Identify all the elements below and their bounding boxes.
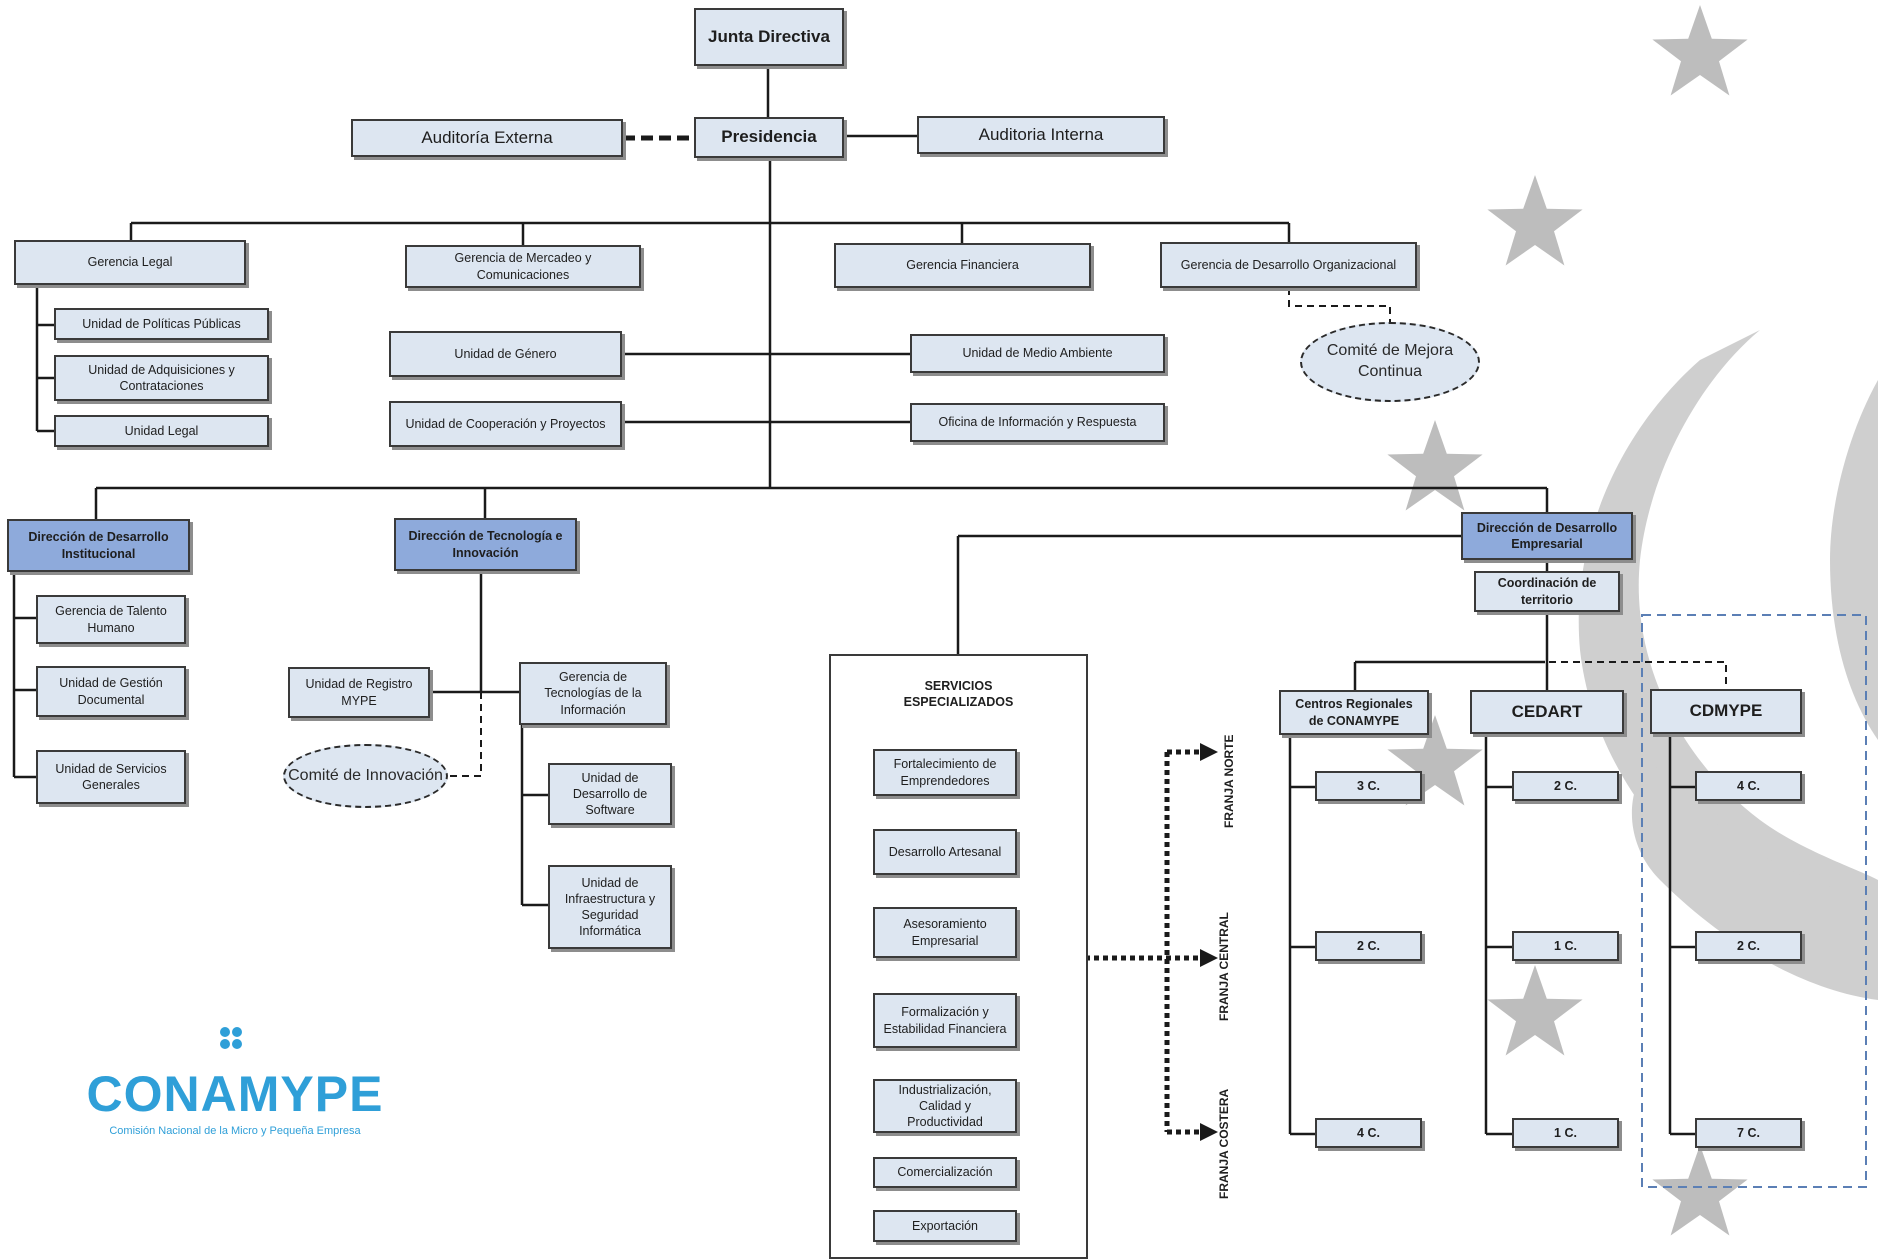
business-development-direction: Dirección de Desarrollo Empresarial (1461, 512, 1633, 560)
internal-audit-box: Auditoria Interna (917, 116, 1165, 154)
institutional-development-direction: Dirección de Desarrollo Institucional (7, 519, 190, 572)
cdmype-box: CDMYPE (1650, 689, 1802, 734)
general-services-unit-box: Unidad de Servicios Generales (36, 750, 186, 804)
talent-management-box: Gerencia de Talento Humano (36, 595, 186, 644)
infrastructure-security-unit-box: Unidad de Infraestructura y Seguridad In… (548, 865, 672, 949)
legal-unit-box: Unidad Legal (54, 415, 269, 447)
cdmype-count-coastal: 7 C. (1695, 1118, 1802, 1148)
service-item: Asesoramiento Empresarial (873, 907, 1017, 958)
regional-count-central: 2 C. (1315, 931, 1422, 961)
continuous-improvement-committee: Comité de Mejora Continua (1300, 322, 1480, 402)
board-box: Junta Directiva (694, 8, 844, 66)
cedart-box: CEDART (1470, 690, 1624, 734)
software-development-unit-box: Unidad de Desarrollo de Software (548, 763, 672, 825)
service-item: Comercialización (873, 1157, 1017, 1188)
regional-count-coastal: 4 C. (1315, 1118, 1422, 1148)
technology-innovation-direction: Dirección de Tecnología e Innovación (394, 518, 577, 571)
service-item: Exportación (873, 1210, 1017, 1242)
finance-management-box: Gerencia Financiera (834, 243, 1091, 288)
logo-dots-icon (220, 1027, 242, 1049)
environment-unit-box: Unidad de Medio Ambiente (910, 334, 1165, 373)
conamype-logo: CONAMYPE Comisión Nacional de la Micro y… (70, 1025, 400, 1145)
specialized-services-title: SERVICIOS ESPECIALIZADOS (903, 679, 1014, 710)
information-office-box: Oficina de Información y Respuesta (910, 403, 1165, 442)
procurement-unit-box: Unidad de Adquisiciones y Contrataciones (54, 355, 269, 401)
org-development-management-box: Gerencia de Desarrollo Organizacional (1160, 242, 1417, 288)
regional-centers-box: Centros Regionales de CONAMYPE (1279, 690, 1429, 735)
territory-coordination-box: Coordinación de territorio (1474, 571, 1620, 612)
logo-name: CONAMYPE (86, 1066, 384, 1122)
regional-count-north: 3 C. (1315, 771, 1422, 801)
marketing-management-box: Gerencia de Mercadeo y Comunicaciones (405, 245, 641, 288)
logo-subtitle: Comisión Nacional de la Micro y Pequeña … (109, 1125, 361, 1137)
cdmype-count-central: 2 C. (1695, 931, 1802, 961)
cdmype-count-north: 4 C. (1695, 771, 1802, 801)
external-audit-box: Auditoría Externa (351, 119, 623, 157)
service-item: Industrialización, Calidad y Productivid… (873, 1079, 1017, 1133)
service-item: Fortalecimiento de Emprendedores (873, 749, 1017, 796)
cedart-count-coastal: 1 C. (1512, 1118, 1619, 1148)
mype-registry-unit-box: Unidad de Registro MYPE (288, 667, 430, 718)
it-management-box: Gerencia de Tecnologías de la Informació… (519, 662, 667, 725)
cedart-count-north: 2 C. (1512, 771, 1619, 801)
legal-management-box: Gerencia Legal (14, 240, 246, 285)
presidency-box: Presidencia (694, 117, 844, 158)
zone-label-coastal: FRANJA COSTERA (1217, 1088, 1231, 1199)
public-policy-unit-box: Unidad de Políticas Públicas (54, 308, 269, 340)
gender-unit-box: Unidad de Género (389, 331, 622, 377)
service-item: Desarrollo Artesanal (873, 829, 1017, 875)
innovation-committee: Comité de Innovación (283, 744, 448, 808)
cooperation-unit-box: Unidad de Cooperación y Proyectos (389, 401, 622, 447)
service-item: Formalización y Estabilidad Financiera (873, 993, 1017, 1048)
zone-label-north: FRANJA NORTE (1222, 734, 1236, 828)
document-management-unit-box: Unidad de Gestión Documental (36, 666, 186, 717)
zone-label-central: FRANJA CENTRAL (1217, 912, 1231, 1021)
cedart-count-central: 1 C. (1512, 931, 1619, 961)
